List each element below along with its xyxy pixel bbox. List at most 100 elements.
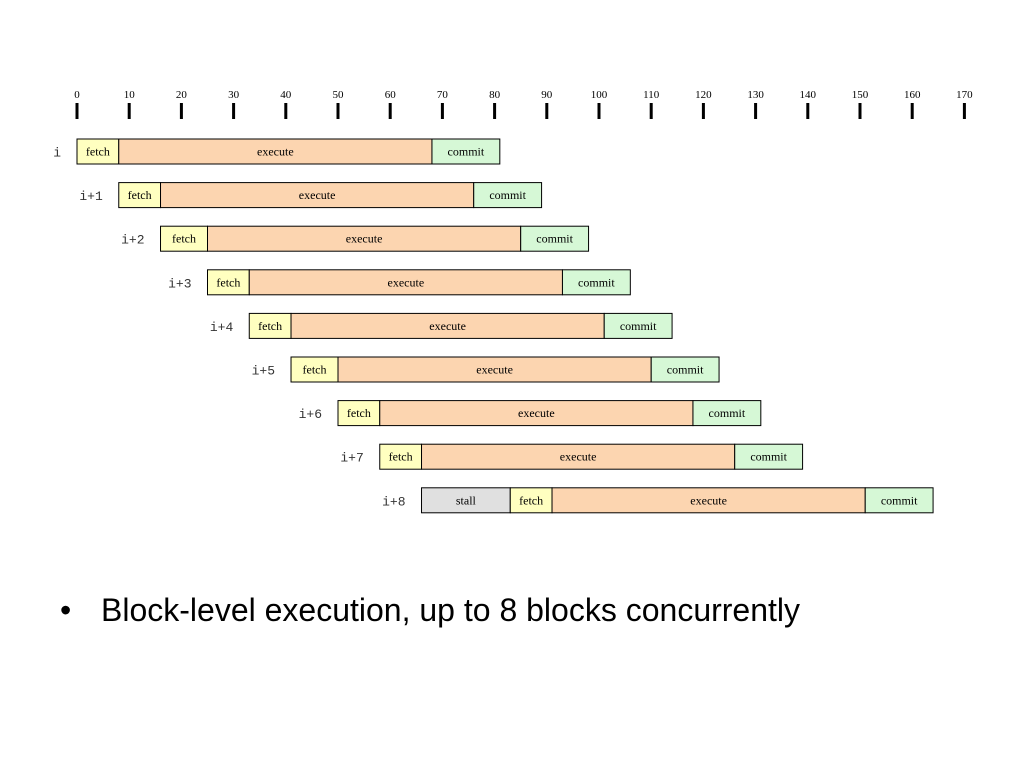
commit-segment bbox=[650, 356, 720, 383]
commit-segment bbox=[473, 182, 543, 209]
commit-label: commit bbox=[448, 145, 485, 159]
fetch-label: fetch bbox=[86, 145, 110, 159]
execute-label: execute bbox=[346, 232, 383, 246]
commit-label: commit bbox=[489, 188, 526, 202]
execute-segment bbox=[118, 138, 433, 165]
execute-label: execute bbox=[560, 450, 597, 464]
tick-label: 50 bbox=[333, 89, 345, 101]
tick-mark bbox=[754, 103, 758, 119]
tick-label: 0 bbox=[74, 89, 80, 101]
execute-label: execute bbox=[476, 363, 513, 377]
tick-label: 110 bbox=[643, 89, 660, 101]
row-label: i+7 bbox=[340, 451, 363, 466]
commit-label: commit bbox=[620, 319, 657, 333]
tick-mark bbox=[962, 103, 966, 119]
tick-mark bbox=[597, 103, 601, 119]
pipeline-diagram: 0 10 20 30 40 50 60 70 80 90 100 110 120 130 140 150 160… bbox=[53, 89, 973, 514]
commit-label: commit bbox=[881, 493, 918, 507]
tick-label: 10 bbox=[124, 89, 136, 101]
stall-segment bbox=[421, 487, 511, 514]
fetch-label: fetch bbox=[389, 450, 413, 464]
tick-label: 160 bbox=[904, 89, 921, 101]
bullet-dot-icon: • bbox=[60, 592, 72, 628]
execute-label: execute bbox=[388, 275, 425, 289]
execute-segment bbox=[290, 312, 605, 339]
tick-mark bbox=[336, 103, 340, 119]
tick-mark bbox=[232, 103, 236, 119]
execute-segment bbox=[337, 356, 652, 383]
tick-mark bbox=[545, 103, 549, 119]
fetch-label: fetch bbox=[303, 363, 327, 377]
execute-label: execute bbox=[690, 493, 727, 507]
execute-segment bbox=[551, 487, 866, 514]
tick-label: 150 bbox=[852, 89, 869, 101]
commit-label: commit bbox=[709, 406, 746, 420]
fetch-label: fetch bbox=[128, 188, 152, 202]
execute-label: execute bbox=[257, 145, 294, 159]
time-axis: 0 10 20 30 40 50 60 70 80 90 100 110 120 130 140 150 160… bbox=[74, 89, 973, 119]
bullet-point: • Block-level execution, up to 8 blocks … bbox=[60, 590, 960, 632]
tick-label: 90 bbox=[541, 89, 553, 101]
fetch-segment bbox=[207, 269, 250, 296]
tick-label: 40 bbox=[280, 89, 292, 101]
commit-segment bbox=[561, 269, 631, 296]
execute-segment bbox=[160, 182, 475, 209]
commit-label: commit bbox=[578, 275, 615, 289]
tick-label: 30 bbox=[228, 89, 240, 101]
fetch-segment bbox=[160, 225, 209, 252]
row-label: i+3 bbox=[168, 276, 191, 291]
fetch-label: fetch bbox=[216, 275, 240, 289]
commit-segment bbox=[734, 443, 804, 470]
tick-mark bbox=[910, 103, 914, 119]
fetch-label: fetch bbox=[519, 493, 543, 507]
fetch-segment bbox=[76, 138, 120, 165]
row-label: i+6 bbox=[299, 407, 322, 422]
tick-label: 120 bbox=[695, 89, 712, 101]
commit-label: commit bbox=[536, 232, 573, 246]
tick-label: 70 bbox=[437, 89, 449, 101]
fetch-label: fetch bbox=[347, 406, 371, 420]
tick-label: 20 bbox=[176, 89, 188, 101]
tick-mark bbox=[179, 103, 183, 119]
execute-segment bbox=[379, 400, 694, 427]
execute-label: execute bbox=[518, 406, 555, 420]
fetch-segment bbox=[290, 356, 339, 383]
row-label: i+2 bbox=[121, 233, 144, 248]
fetch-label: fetch bbox=[258, 319, 282, 333]
stall-label: stall bbox=[456, 493, 477, 507]
tick-mark bbox=[284, 103, 288, 119]
tick-mark bbox=[806, 103, 810, 119]
tick-label: 60 bbox=[385, 89, 397, 101]
commit-segment bbox=[864, 487, 934, 514]
bullet-text: Block-level execution, up to 8 blocks co… bbox=[101, 592, 801, 628]
tick-mark bbox=[858, 103, 862, 119]
execute-label: execute bbox=[299, 188, 336, 202]
execute-segment bbox=[207, 225, 522, 252]
pipeline-row: i+8 stall fetch execute commit bbox=[382, 487, 934, 514]
tick-mark bbox=[493, 103, 497, 119]
fetch-segment bbox=[337, 400, 381, 427]
row-label: i+8 bbox=[382, 494, 405, 509]
tick-label: 140 bbox=[800, 89, 817, 101]
execute-segment bbox=[421, 443, 736, 470]
tick-label: 80 bbox=[489, 89, 501, 101]
tick-label: 100 bbox=[591, 89, 608, 101]
tick-mark bbox=[701, 103, 705, 119]
commit-segment bbox=[603, 312, 673, 339]
fetch-segment bbox=[248, 312, 292, 339]
tick-label: 130 bbox=[747, 89, 764, 101]
pipeline-row: i+6 fetch execute commit bbox=[299, 400, 762, 427]
tick-mark bbox=[388, 103, 392, 119]
row-label: i bbox=[53, 146, 61, 161]
commit-segment bbox=[692, 400, 762, 427]
commit-segment bbox=[431, 138, 501, 165]
pipeline-row: i+3 fetch execute commit bbox=[168, 269, 631, 296]
row-label: i+4 bbox=[210, 320, 234, 335]
tick-mark bbox=[440, 103, 444, 119]
